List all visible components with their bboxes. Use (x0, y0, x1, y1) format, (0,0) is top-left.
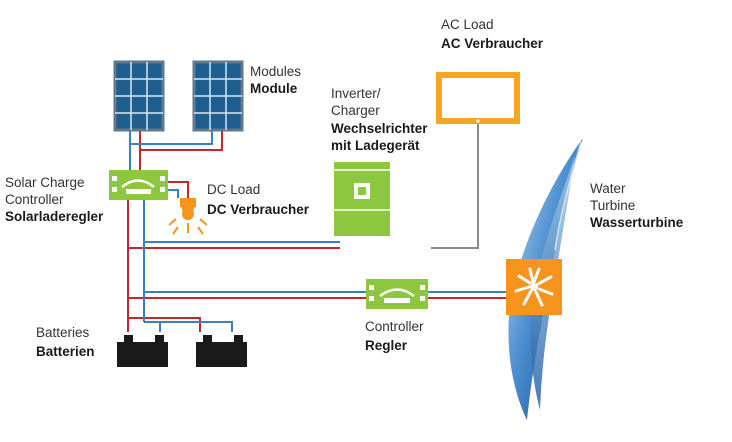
negative-wires (129, 130, 506, 332)
charge-controller-icon (109, 170, 168, 200)
inverter-label-line1: Inverter/ (331, 86, 381, 101)
battery-icon (117, 335, 168, 367)
inverter-label-de-line1: Wechselrichter (331, 121, 428, 136)
modules-label-de: Module (250, 81, 298, 96)
turbine-icon (506, 259, 562, 315)
controller-label-de: Regler (365, 338, 408, 353)
modules-label: Modules (250, 64, 301, 79)
batteries-label: Batteries (36, 325, 90, 340)
solar-charge-controller-label-de: Solarladeregler (5, 209, 104, 224)
inverter-icon (334, 162, 390, 236)
inverter-label-de-line2: mit Ladegerät (331, 138, 420, 153)
battery-icon (196, 335, 247, 367)
ac-load-label: AC Load (441, 17, 494, 32)
inverter-label-line2: Charger (331, 103, 380, 118)
light-bulb-icon (168, 198, 208, 235)
positive-wires (127, 130, 506, 332)
water-turbine-label-line1: Water (590, 181, 626, 196)
water-turbine-label-line2: Turbine (590, 198, 635, 213)
ac-wire (431, 124, 479, 249)
monitor-icon (436, 72, 520, 124)
controller-label: Controller (365, 319, 424, 334)
solar-charge-controller-label-line2: Controller (5, 192, 64, 207)
solar-panel-icon (192, 60, 244, 132)
water-turbine-label-de: Wasserturbine (590, 215, 684, 230)
ac-load-label-de: AC Verbraucher (441, 36, 544, 51)
solar-charge-controller-label-line1: Solar Charge (5, 175, 85, 190)
solar-panel-icon (113, 60, 165, 132)
dc-load-label: DC Load (207, 182, 260, 197)
charge-controller-icon (366, 279, 428, 309)
batteries-label-de: Batterien (36, 344, 95, 359)
dc-load-label-de: DC Verbraucher (207, 202, 310, 217)
